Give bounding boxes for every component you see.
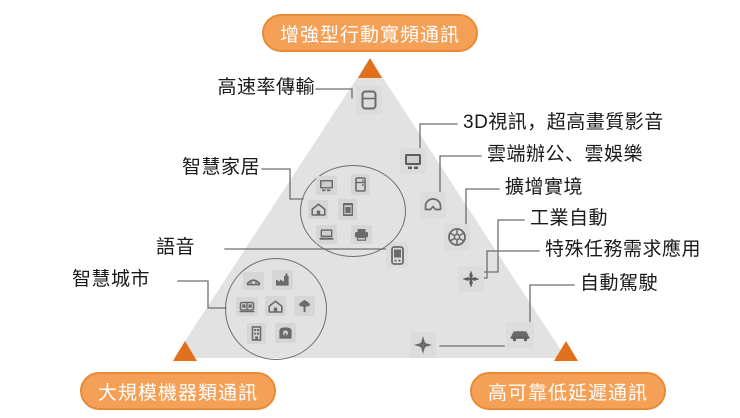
gear-globe-icon (444, 224, 470, 250)
label-autonomous-driving: 自動駕駛 (580, 273, 659, 294)
corner-marker-bottom-right (554, 341, 578, 361)
corner-marker-bottom-left (173, 341, 197, 361)
leader-line-ar (465, 188, 500, 229)
badge-ultra-reliable-low-latency[interactable]: 高可靠低延遲通訊 (470, 372, 667, 410)
badge-enhanced-mobile-broadband[interactable]: 增強型行動寬頻通訊 (262, 14, 479, 52)
smart-city-cluster-ring (225, 258, 327, 360)
navigation-drone-icon (410, 332, 436, 358)
corner-marker-top (358, 58, 382, 78)
leader-line-cloud (439, 155, 482, 196)
monitor-icon (400, 148, 426, 174)
car-icon (506, 322, 534, 348)
label-mission-critical-application: 特殊任務需求應用 (545, 239, 702, 260)
label-voice: 語音 (155, 237, 195, 258)
house-icon (308, 200, 328, 219)
leader-line-3dvideo (419, 123, 458, 151)
smart-home-cluster-ring (300, 165, 406, 257)
train-icon (236, 297, 258, 316)
mobile-phone-icon (386, 242, 408, 268)
leader-line-industry (483, 219, 525, 273)
badge-massive-machine-type-communication[interactable]: 大規模機器類通訊 (80, 372, 277, 410)
leader-line-smarthome (261, 168, 304, 200)
washing-machine-icon (338, 199, 357, 220)
refrigerator-icon (351, 174, 370, 195)
bank-icon (275, 323, 296, 343)
label-cloud-office-entertainment: 雲端辦公、雲娛樂 (487, 144, 644, 165)
label-3d-video-uhd: 3D視訊，超高畫質影音 (463, 112, 664, 133)
label-high-speed-transmission: 高速率傳輸 (217, 77, 315, 98)
tree-icon (294, 296, 315, 316)
label-augmented-reality: 擴增實境 (505, 177, 584, 198)
leader-line-smartcity (177, 280, 227, 309)
leader-line-highspeed (315, 88, 353, 99)
label-smart-home: 智慧家居 (181, 157, 260, 178)
printer-icon (351, 225, 372, 244)
building-icon (247, 323, 266, 344)
tv-icon (316, 176, 337, 195)
label-industrial-automation: 工業自動 (530, 208, 609, 229)
drone-icon (458, 266, 484, 292)
server-icon (356, 86, 382, 114)
leader-line-mission (483, 250, 540, 279)
factory-icon (272, 270, 293, 290)
label-smart-city: 智慧城市 (71, 269, 150, 290)
bridge-icon (243, 272, 264, 290)
leader-line-selfdrive (529, 284, 575, 325)
house-icon (265, 296, 286, 316)
vr-headset-icon (420, 192, 446, 218)
laptop-icon (316, 225, 337, 244)
